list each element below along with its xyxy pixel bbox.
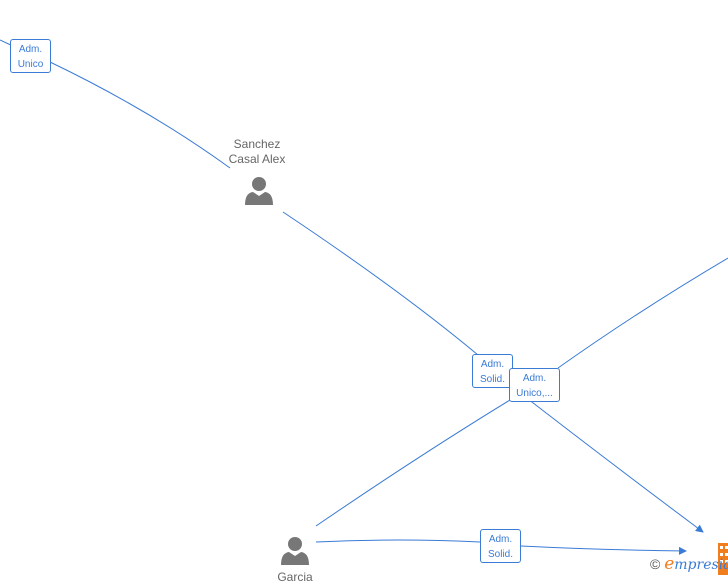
person-name-bottom: Garcia xyxy=(277,570,313,584)
role-box-top-left[interactable]: Adm. Unico xyxy=(10,39,51,73)
edge-sanchez-to-center xyxy=(282,211,479,356)
brand-logo-e: e xyxy=(664,554,675,574)
edge-role-to-company-bottom xyxy=(520,545,687,555)
role-box-center-2[interactable]: Adm. Unico,... xyxy=(509,368,560,402)
edge-topleft-to-sanchez-2 xyxy=(49,61,231,169)
role-box-center-1[interactable]: Adm. Solid. xyxy=(472,354,513,388)
edge-center-to-company xyxy=(509,384,704,533)
company-building-icon[interactable] xyxy=(718,543,728,575)
edge-center-to-right xyxy=(557,257,728,369)
person-icon[interactable] xyxy=(244,176,274,206)
copyright-symbol: © xyxy=(650,556,661,572)
brand-watermark: © empresia xyxy=(650,554,728,574)
edge-bottom-person-to-role xyxy=(315,539,481,543)
brand-logo-text: mpresia xyxy=(674,557,728,573)
edge-bottom-person-to-center xyxy=(315,399,511,527)
role-box-bottom[interactable]: Adm. Solid. xyxy=(480,529,521,563)
person-name-sanchez: Sanchez Casal Alex xyxy=(228,137,286,166)
person-icon-bottom[interactable] xyxy=(280,536,310,566)
